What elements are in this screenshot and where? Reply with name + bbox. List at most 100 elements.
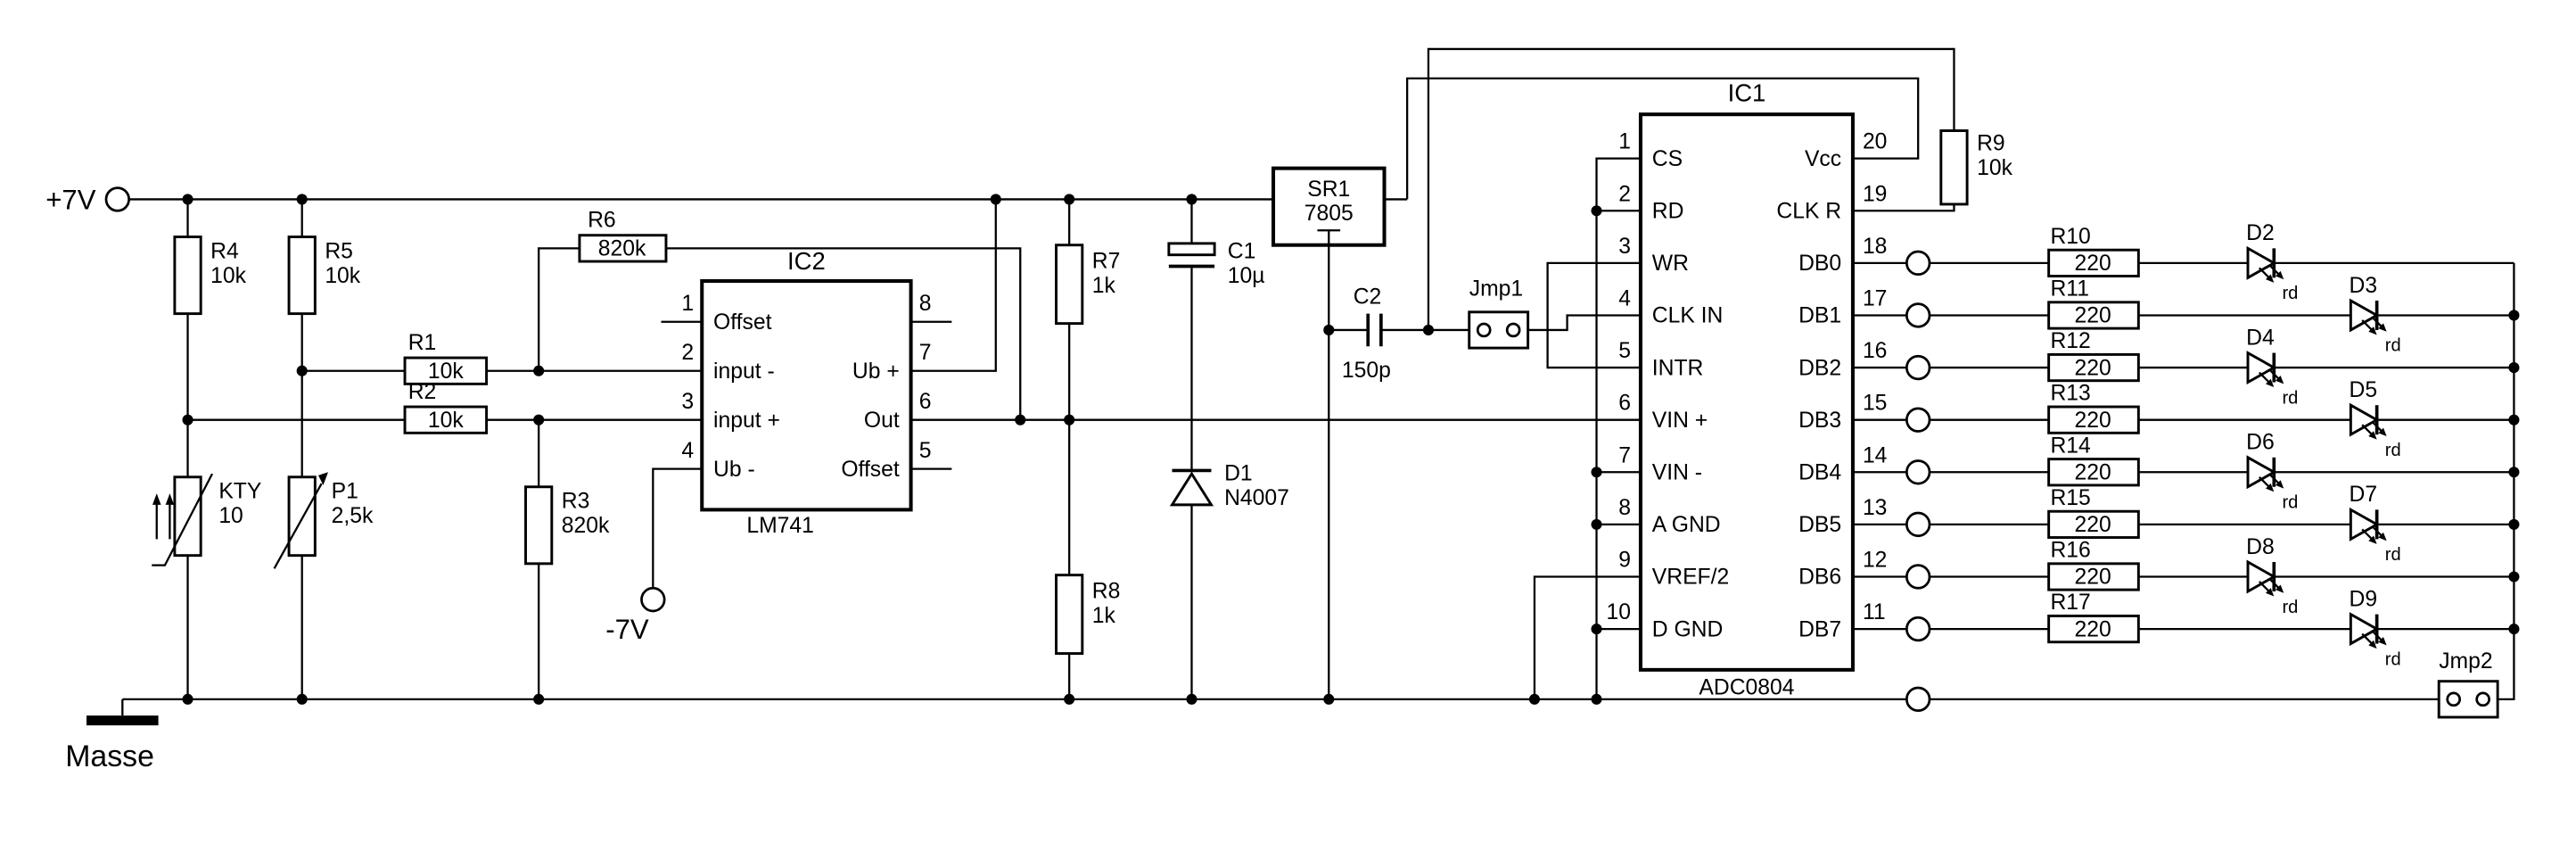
ic1-pin-num: 9 xyxy=(1618,548,1631,572)
p1-arrow xyxy=(273,483,323,569)
wire-vref2 xyxy=(1533,575,1641,699)
led-color: rd xyxy=(2282,284,2298,303)
ic1-pin-label: WR xyxy=(1652,252,1689,276)
ic2-title: IC2 xyxy=(787,247,826,275)
res-name: R16 xyxy=(2050,539,2090,563)
led-symbol xyxy=(2349,508,2389,546)
c2-name: C2 xyxy=(1354,285,1382,310)
wire-led-bus xyxy=(2498,262,2515,700)
jmp2-label: Jmp2 xyxy=(2439,649,2492,674)
ic2-pin-num: 8 xyxy=(919,292,932,316)
res-name: R15 xyxy=(2050,486,2090,510)
led-row-6: R16 220 D8 rd xyxy=(2047,535,2298,617)
ic1-pin-label: INTR xyxy=(1652,356,1704,380)
ic1-pin-label: DB5 xyxy=(1798,513,1841,537)
ic1-pin-label: DB1 xyxy=(1798,304,1841,328)
r9-value: 10k xyxy=(1977,156,2012,180)
led-symbol xyxy=(2349,612,2389,650)
c1-name: C1 xyxy=(1228,239,1256,263)
r8-name: R8 xyxy=(1092,579,1121,603)
ic2-pin-num: 4 xyxy=(681,439,694,463)
res-value: 220 xyxy=(2074,252,2111,276)
wire-r6-feedback xyxy=(538,247,1022,420)
ic1-pin-label: Vcc xyxy=(1805,147,1841,171)
ic2-pin-num: 7 xyxy=(919,341,932,365)
ic1-pin-num: 11 xyxy=(1863,600,1886,624)
kty-value: 10 xyxy=(218,504,243,528)
r6-name: R6 xyxy=(588,209,616,233)
c1-value: 10µ xyxy=(1228,264,1265,288)
kty-name: KTY xyxy=(218,480,261,504)
res-value: 220 xyxy=(2074,461,2111,485)
led-name: D4 xyxy=(2246,326,2275,350)
ic1-pin-label: CS xyxy=(1652,147,1683,171)
led-name: D3 xyxy=(2350,274,2378,298)
ic1-pin-label: D GND xyxy=(1652,617,1724,641)
r8-value: 1k xyxy=(1092,604,1116,628)
ic1-pin-num: 2 xyxy=(1618,182,1631,206)
wire-clk-loop-r9 xyxy=(1427,47,1955,330)
r3-value: 820k xyxy=(562,514,610,538)
ic2-pin-num: 6 xyxy=(919,390,932,414)
sr1-name: SR1 xyxy=(1307,178,1350,202)
resistor-r4: R4 10k xyxy=(173,236,247,316)
d1-name: D1 xyxy=(1224,461,1253,485)
ic2-pin-label: input + xyxy=(713,409,780,433)
led-row-7: R17 220 D9 rd xyxy=(2047,587,2401,669)
ic1-pin-num: 14 xyxy=(1863,443,1888,467)
led-name: D7 xyxy=(2350,483,2378,507)
ic1-pin-num: 4 xyxy=(1618,286,1631,310)
wire-wr-intr xyxy=(1546,261,1641,369)
db-output-pads xyxy=(1905,250,1931,713)
wire-ic2-pin4-neg7v xyxy=(652,467,703,589)
res-name: R10 xyxy=(2050,225,2090,249)
jumper-jmp2: Jmp2 xyxy=(2437,649,2499,719)
ic1-pin-num: 16 xyxy=(1863,339,1887,363)
ic1-pin-num: 13 xyxy=(1863,496,1887,520)
terminal-vminus: -7V xyxy=(605,586,666,645)
led-color: rd xyxy=(2282,493,2298,513)
ic1-pin-num: 15 xyxy=(1863,392,1887,416)
ic1-pin-label: CLK IN xyxy=(1652,304,1724,328)
ic1-pin-label: DB2 xyxy=(1798,356,1841,380)
resistor-r2: R2 10k xyxy=(403,380,489,434)
res-name: R17 xyxy=(2050,591,2090,615)
res-value: 220 xyxy=(2074,304,2111,328)
kty-diagonal xyxy=(152,473,214,566)
ic1-pin-label: RD xyxy=(1652,199,1684,223)
led-name: D6 xyxy=(2246,431,2275,455)
led-color: rd xyxy=(2385,649,2401,669)
resistor-r6: R6 820k xyxy=(578,209,668,263)
sensor-kty: KTY 10 xyxy=(152,473,261,566)
ic1-pin-label: DB0 xyxy=(1798,252,1841,276)
resistor-r5: R5 10k xyxy=(287,236,361,316)
ic1-adc: IC1 ADC0804 CS RD WR CLK IN INTR VIN + V… xyxy=(1606,79,1887,700)
jumper-jmp1: Jmp1 xyxy=(1468,277,1530,350)
ic2-pin-num: 5 xyxy=(919,439,932,463)
ic1-pin-num: 8 xyxy=(1618,496,1631,520)
ic2-pin-num: 1 xyxy=(681,292,694,316)
ic1-pin-num: 7 xyxy=(1618,443,1631,467)
vminus-label: -7V xyxy=(605,614,649,645)
ground-masse: Masse xyxy=(65,715,159,773)
led-name: D8 xyxy=(2246,535,2275,559)
junction-dots xyxy=(182,194,2520,705)
led-color: rd xyxy=(2385,545,2401,565)
r3-name: R3 xyxy=(562,490,590,514)
wire-jmp1-clkin xyxy=(1527,314,1641,332)
ic1-pin-num: 1 xyxy=(1618,130,1631,154)
vminus-terminal-circle xyxy=(640,586,666,613)
res-name: R14 xyxy=(2050,434,2091,458)
resistor-r7: R7 1k xyxy=(1055,244,1120,326)
sr1-gnd-pin xyxy=(1317,229,1341,245)
led-symbol xyxy=(2246,351,2286,389)
led-name: D9 xyxy=(2350,587,2378,611)
led-row-2: R12 220 D4 rd xyxy=(2047,326,2298,408)
ic1-pin-num: 6 xyxy=(1618,392,1631,416)
res-name: R11 xyxy=(2050,277,2088,301)
ic1-pin-num: 20 xyxy=(1863,130,1887,154)
led-name: D2 xyxy=(2246,221,2275,245)
r1-value: 10k xyxy=(428,360,464,384)
